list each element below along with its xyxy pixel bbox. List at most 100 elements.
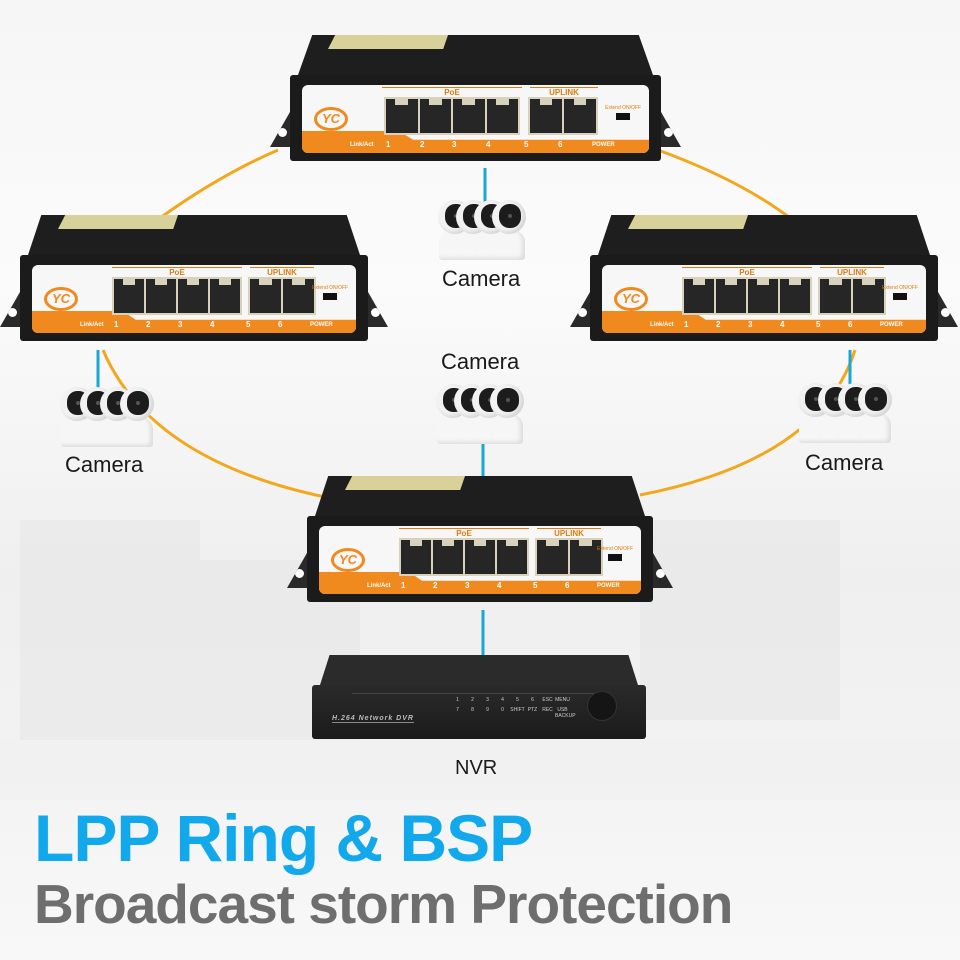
nvr-key[interactable]: REC (542, 707, 553, 713)
nvr-key[interactable]: 8 (471, 707, 474, 713)
extend-switch[interactable]: Extend ON/OFF (605, 105, 641, 120)
rj45-port-6[interactable] (570, 540, 601, 574)
background-shape (20, 520, 200, 740)
poe-group-label: PoE (399, 528, 529, 538)
nvr-key[interactable]: 3 (486, 697, 489, 703)
rj45-port-5[interactable] (530, 99, 562, 133)
rj45-port-1[interactable] (114, 279, 144, 313)
nvr-key[interactable]: 5 (516, 697, 519, 703)
ring-cable-top-left (159, 148, 279, 220)
camera-label-center: Camera (441, 349, 520, 374)
uplink-group-label: UPLINK (820, 267, 884, 277)
camera-group-right (798, 383, 892, 445)
rj45-port-2[interactable] (146, 279, 176, 313)
yc-logo-icon: YC (614, 287, 648, 311)
nvr-keypad: 1 2 3 4 5 6 ESC MENU 7 8 9 0 SHIFT PTZ R… (450, 697, 576, 719)
port-number-row: Link/Act 1 2 3 4 5 6 POWER (80, 320, 333, 329)
rj45-port-3[interactable] (178, 279, 208, 313)
port-number-row: Link/Act 1 2 3 4 5 6 POWER (650, 320, 903, 329)
rj45-port-5[interactable] (537, 540, 568, 574)
switch-body: YC PoE UPLINK Extend ON/OFF Link/Act 1 2… (590, 255, 938, 341)
rj45-port-4[interactable] (780, 279, 810, 313)
nvr-key[interactable]: MENU (555, 697, 570, 703)
rj45-port-1[interactable] (386, 99, 418, 133)
rj45-port-1[interactable] (401, 540, 431, 574)
uplink-ports (248, 277, 316, 315)
camera-label-top: Camera (442, 266, 521, 291)
background-shape (0, 740, 960, 800)
switch-body: YC PoE UPLINK Extend ON/OFF Link/Act 1 2… (290, 75, 661, 161)
camera-icon (120, 387, 154, 449)
poe-ports (682, 277, 812, 315)
poe-group-label: PoE (682, 267, 812, 277)
rj45-port-6[interactable] (283, 279, 314, 313)
switch-left: YC PoE UPLINK Extend ON/OFF Link/Act 1 2… (0, 215, 388, 345)
switch-front-panel: YC PoE UPLINK Extend ON/OFF Link/Act 1 2… (302, 85, 649, 153)
rj45-port-4[interactable] (486, 99, 518, 133)
uplink-group-label: UPLINK (250, 267, 314, 277)
uplink-group-label: UPLINK (537, 528, 601, 538)
rj45-port-6[interactable] (564, 99, 596, 133)
switch-front-panel: YC PoE UPLINK Extend ON/OFF Link/Act 1 2… (602, 265, 926, 333)
yc-logo-icon: YC (314, 107, 348, 131)
port-number-row: Link/Act 1 2 3 4 5 6 POWER (367, 581, 620, 590)
camera-group-top (438, 200, 530, 262)
switch-top: YC PoE UPLINK Extend ON/OFF Link/Act 1 2… (270, 35, 681, 165)
nvr-key[interactable]: 7 (456, 707, 459, 713)
background-shape (640, 520, 840, 720)
switch-front-panel: YC PoE UPLINK Extend ON/OFF Link/Act 1 2… (319, 526, 641, 594)
ring-cable-left-bottom (101, 349, 326, 499)
switch-sticker (628, 215, 748, 229)
rj45-port-6[interactable] (853, 279, 884, 313)
extend-switch[interactable]: Extend ON/OFF (312, 285, 348, 300)
camera-label-left: Camera (65, 452, 144, 477)
rj45-port-5[interactable] (250, 279, 281, 313)
nvr-key[interactable]: 2 (471, 697, 474, 703)
rj45-port-4[interactable] (210, 279, 240, 313)
yc-logo-icon: YC (44, 287, 78, 311)
nvr-key[interactable]: PTZ (527, 707, 538, 713)
nvr-key[interactable]: USB BACKUP (555, 707, 576, 719)
nvr-key[interactable]: 6 (531, 697, 534, 703)
yc-logo-icon: YC (331, 548, 365, 572)
camera-icon (492, 200, 526, 262)
nvr-label: NVR (455, 757, 498, 779)
switch-sticker (345, 476, 465, 490)
uplink-ports (535, 538, 603, 576)
ring-cable-top-right (657, 148, 791, 220)
rj45-port-5[interactable] (820, 279, 851, 313)
rj45-port-2[interactable] (716, 279, 746, 313)
nvr-model-label: H.264 Network DVR (332, 715, 414, 723)
nvr-key[interactable]: SHIFT (510, 707, 525, 713)
rj45-port-3[interactable] (453, 99, 485, 133)
poe-ports (384, 97, 520, 135)
rj45-port-3[interactable] (465, 540, 495, 574)
uplink-ports (528, 97, 598, 135)
nvr-jog-dial[interactable] (587, 691, 617, 721)
nvr-key[interactable]: ESC (542, 697, 553, 703)
poe-ports (112, 277, 242, 315)
rj45-port-2[interactable] (433, 540, 463, 574)
nvr-key[interactable]: 9 (486, 707, 489, 713)
nvr-key[interactable]: 1 (456, 697, 459, 703)
switch-sticker (328, 35, 448, 49)
nvr-key[interactable]: 0 (501, 707, 504, 713)
extend-switch[interactable]: Extend ON/OFF (882, 285, 918, 300)
camera-group-center (436, 384, 528, 446)
nvr-key[interactable]: 4 (501, 697, 504, 703)
switch-body: YC PoE UPLINK Extend ON/OFF Link/Act 1 2… (307, 516, 653, 602)
ring-cable-right-bottom (639, 349, 857, 497)
camera-group-left (60, 387, 154, 449)
switch-right: YC PoE UPLINK Extend ON/OFF Link/Act 1 2… (570, 215, 958, 345)
rj45-port-4[interactable] (497, 540, 527, 574)
rj45-port-3[interactable] (748, 279, 778, 313)
switch-front-panel: YC PoE UPLINK Extend ON/OFF Link/Act 1 2… (32, 265, 356, 333)
switch-sticker (58, 215, 178, 229)
poe-ports (399, 538, 529, 576)
headline: LPP Ring & BSP (34, 801, 533, 875)
extend-switch[interactable]: Extend ON/OFF (597, 546, 633, 561)
rj45-port-1[interactable] (684, 279, 714, 313)
rj45-port-2[interactable] (419, 99, 451, 133)
nvr-front-panel: H.264 Network DVR 1 2 3 4 5 6 ESC MENU 7… (312, 685, 646, 739)
uplink-group-label: UPLINK (530, 87, 598, 97)
